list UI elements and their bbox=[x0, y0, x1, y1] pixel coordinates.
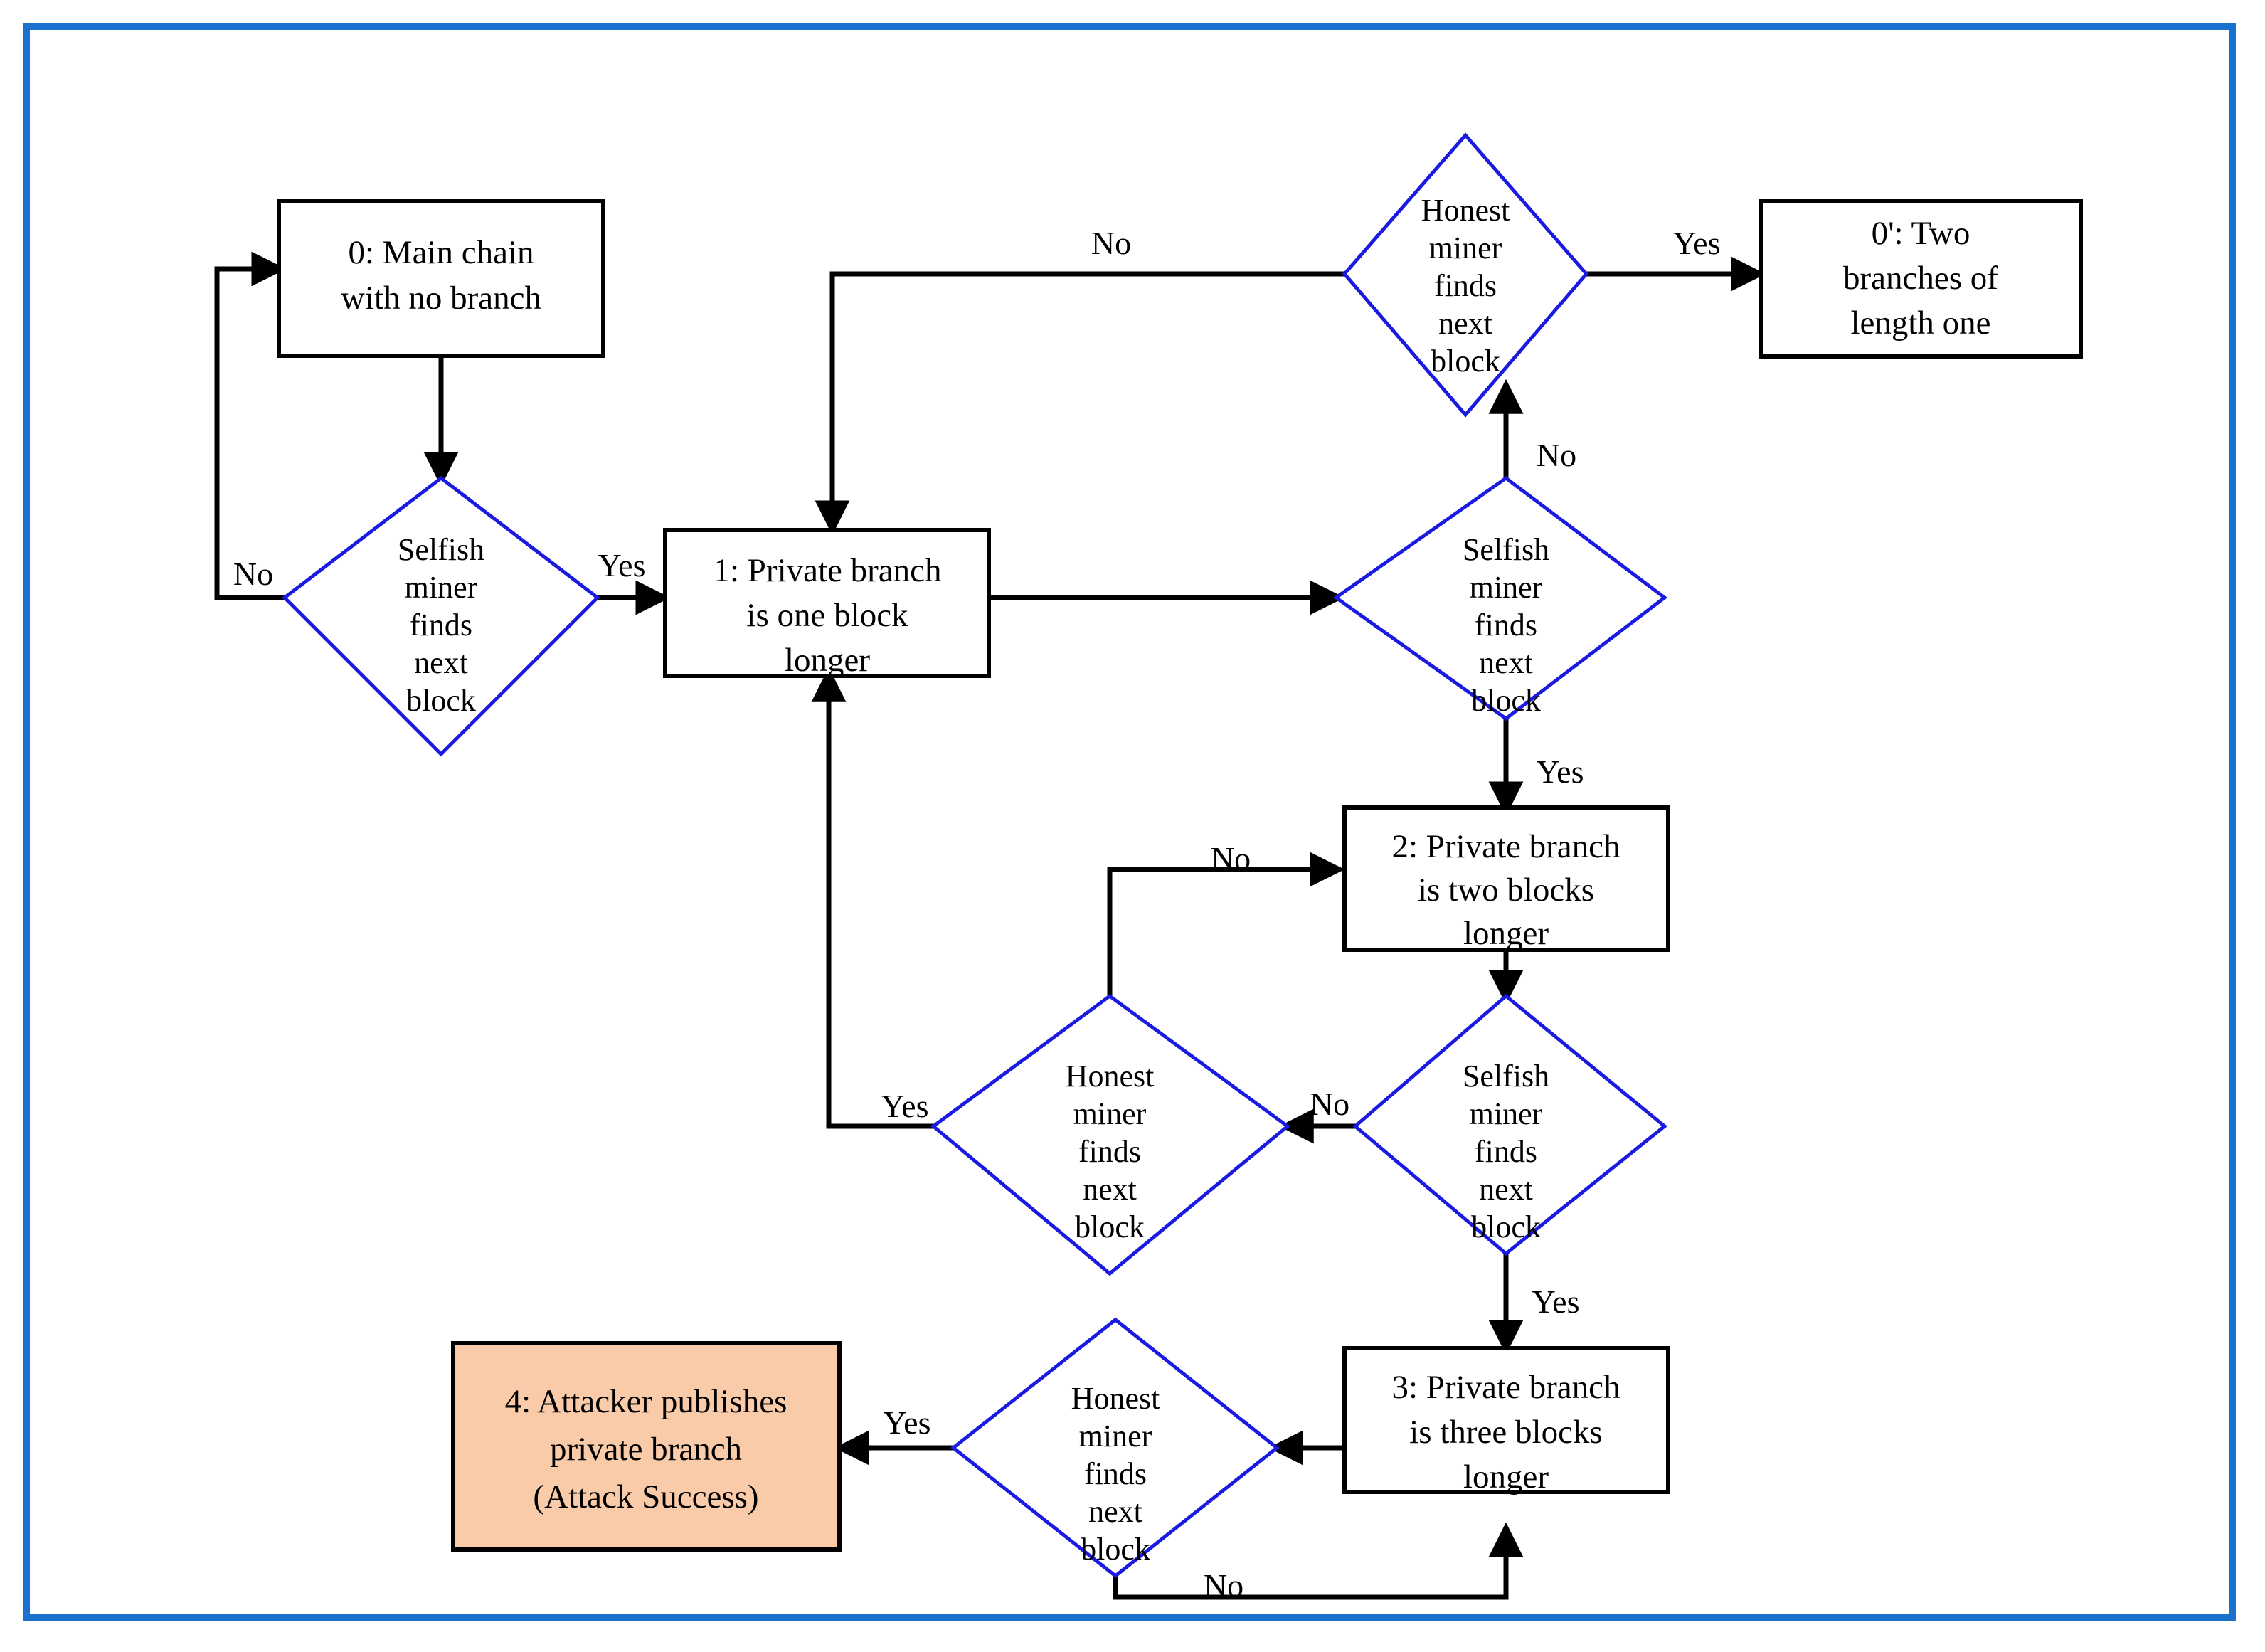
edge-label-d6-yes: Yes bbox=[884, 1404, 931, 1441]
node-private-branch-two-blocks[interactable]: 2: Private branch is two blocks longer bbox=[1342, 805, 1670, 952]
node-label-line: next bbox=[1479, 1172, 1533, 1207]
node-private-branch-three-blocks[interactable]: 3: Private branch is three blocks longer bbox=[1342, 1346, 1670, 1495]
node-label-line: block bbox=[1471, 1209, 1541, 1244]
node-label-line: next bbox=[1438, 306, 1492, 341]
node-label-line: finds bbox=[410, 608, 472, 642]
node-label-line: Selfish bbox=[398, 532, 484, 567]
node-decision-honest-miner-3[interactable]: Honest miner finds next block bbox=[950, 1317, 1280, 1579]
node-label-line: longer bbox=[1463, 915, 1549, 952]
edge-label-d2-no: No bbox=[1091, 225, 1131, 261]
node-label-line: block bbox=[1431, 344, 1500, 378]
node-attacker-publishes-private-branch[interactable]: 4: Attacker publishes private branch (At… bbox=[451, 1341, 842, 1552]
node-label-line: is one block bbox=[746, 597, 908, 634]
node-label-line: 0': Two bbox=[1872, 215, 1970, 252]
diagram-frame-border bbox=[23, 23, 2236, 1621]
edge-d5-yes-to-s1 bbox=[811, 667, 933, 1129]
node-main-chain-no-branch[interactable]: 0: Main chain with no branch bbox=[277, 199, 605, 358]
node-label-line: with no branch bbox=[341, 280, 541, 317]
node-attack-success-line: (Attack Success) bbox=[533, 1478, 758, 1515]
node-label-line: length one bbox=[1850, 305, 1990, 341]
node-private-branch-one-block[interactable]: 1: Private branch is one block longer bbox=[663, 528, 991, 679]
edge-d5-no-to-s2 bbox=[1107, 852, 1345, 996]
node-label-line: finds bbox=[1078, 1134, 1141, 1169]
node-label-line: finds bbox=[1475, 608, 1537, 642]
edge-label-d5-yes: Yes bbox=[881, 1088, 929, 1124]
node-decision-selfish-miner-3[interactable]: Selfish miner finds next block bbox=[1352, 993, 1667, 1256]
node-label-line: block bbox=[1471, 683, 1541, 718]
node-label-line: miner bbox=[1429, 231, 1502, 265]
node-label-line: 2: Private branch bbox=[1391, 828, 1620, 865]
node-label-line: miner bbox=[1073, 1096, 1147, 1131]
node-label-line: is three blocks bbox=[1409, 1414, 1603, 1451]
node-label-line: next bbox=[1088, 1494, 1142, 1529]
attack-success-label: Attack Success bbox=[544, 1478, 748, 1515]
node-label-line: 4: Attacker publishes bbox=[505, 1383, 787, 1420]
edge-label-d4-yes: Yes bbox=[1532, 1283, 1580, 1320]
node-decision-honest-miner-2[interactable]: Honest miner finds next block bbox=[930, 993, 1291, 1276]
edge-label-d2-yes: Yes bbox=[1673, 225, 1721, 261]
node-label-line: Honest bbox=[1066, 1059, 1155, 1094]
node-label-line: finds bbox=[1475, 1134, 1537, 1169]
edge-label-d6-no: No bbox=[1204, 1567, 1243, 1604]
node-label-line: 1: Private branch bbox=[713, 552, 941, 589]
node-label-line: 3: Private branch bbox=[1391, 1369, 1620, 1406]
node-decision-selfish-miner-2[interactable]: Selfish miner finds next block bbox=[1332, 475, 1668, 721]
node-label-line: private branch bbox=[550, 1431, 742, 1468]
node-label-line: Honest bbox=[1421, 193, 1510, 228]
edge-label-d3-no: No bbox=[1537, 437, 1576, 473]
edge-label-d1-no: No bbox=[233, 556, 273, 592]
node-label-line: finds bbox=[1434, 268, 1497, 303]
node-label-line: block bbox=[406, 683, 476, 718]
node-label-line: miner bbox=[405, 570, 478, 605]
node-label-line: miner bbox=[1470, 570, 1543, 605]
node-decision-honest-miner-1[interactable]: Honest miner finds next block bbox=[1342, 132, 1589, 418]
node-label-line: 0: Main chain bbox=[348, 234, 534, 271]
node-label-line: miner bbox=[1079, 1419, 1152, 1454]
node-label-line: finds bbox=[1084, 1456, 1147, 1491]
node-label-line: block bbox=[1075, 1209, 1145, 1244]
node-label-line: longer bbox=[1463, 1458, 1549, 1495]
node-label-line: Selfish bbox=[1463, 532, 1549, 567]
node-label-line: longer bbox=[785, 642, 870, 679]
edge-d2-no-to-s1 bbox=[815, 271, 1344, 536]
paren-open: ( bbox=[533, 1478, 544, 1515]
node-label-line: Selfish bbox=[1463, 1059, 1549, 1094]
edge-d1-no-to-s0 bbox=[214, 251, 287, 600]
node-two-branches-length-one[interactable]: 0': Two branches of length one bbox=[1759, 199, 2083, 359]
node-label-line: next bbox=[1083, 1172, 1137, 1207]
node-label-line: next bbox=[1479, 645, 1533, 680]
edge-label-d5-no: No bbox=[1211, 840, 1251, 877]
edge-label-d4-no: No bbox=[1310, 1086, 1349, 1122]
node-label-line: miner bbox=[1470, 1096, 1543, 1131]
node-label-line: branches of bbox=[1843, 260, 1998, 297]
node-label-line: next bbox=[414, 645, 468, 680]
node-decision-selfish-miner-1[interactable]: Selfish miner finds next block bbox=[282, 475, 600, 757]
node-label-line: Honest bbox=[1071, 1381, 1160, 1416]
node-label-line: block bbox=[1081, 1532, 1150, 1567]
edge-d6-no-to-s3 bbox=[1113, 1522, 1524, 1600]
paren-close: ) bbox=[748, 1478, 759, 1515]
node-label-line: is two blocks bbox=[1418, 872, 1594, 909]
edge-label-d1-yes: Yes bbox=[598, 547, 646, 583]
edge-label-d3-yes: Yes bbox=[1537, 753, 1584, 790]
